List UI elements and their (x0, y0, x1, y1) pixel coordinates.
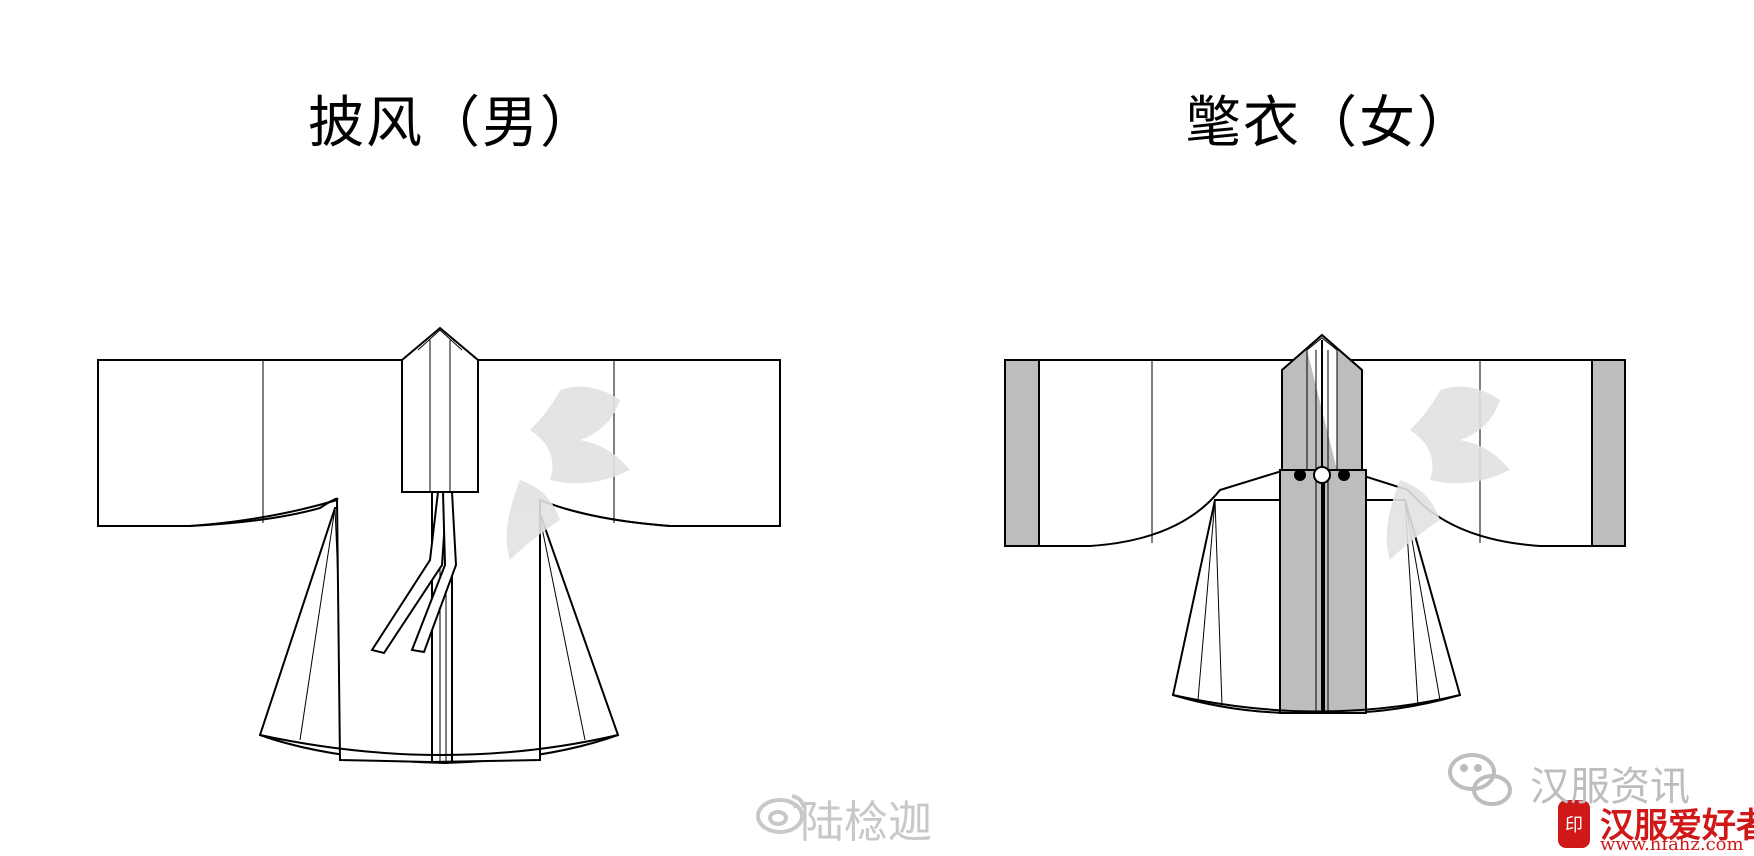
weibo-handle-watermark: 陆棯迦 (800, 797, 932, 848)
pifeng-garment (97, 326, 781, 765)
changyi-right-cuff (1591, 359, 1626, 547)
title-changyi-female: 氅衣（女） (1185, 91, 1475, 156)
wechat-icon (1448, 753, 1512, 806)
changyi-garment (1004, 333, 1626, 715)
changyi-clasp (1313, 466, 1331, 484)
changyi-front-right-trim (1323, 469, 1367, 714)
title-pifeng-male: 披风（男） (308, 91, 598, 156)
svg-text:印: 印 (1565, 815, 1583, 836)
site-url-watermark: www.hfahz.com (1600, 834, 1744, 855)
pifeng-collar (401, 326, 479, 493)
changyi-left-cuff (1004, 359, 1040, 547)
site-name-watermark: 汉服爱好者网 (1600, 806, 1754, 846)
weibo-icon (756, 794, 806, 834)
wechat-name-watermark: 汉服资讯 (1530, 764, 1690, 810)
seal-stamp-icon: 印 (1558, 800, 1590, 848)
calligraphy-watermark-icon (506, 386, 1510, 560)
changyi-left-skirt (1171, 499, 1291, 715)
changyi-front-left-trim (1279, 469, 1323, 714)
